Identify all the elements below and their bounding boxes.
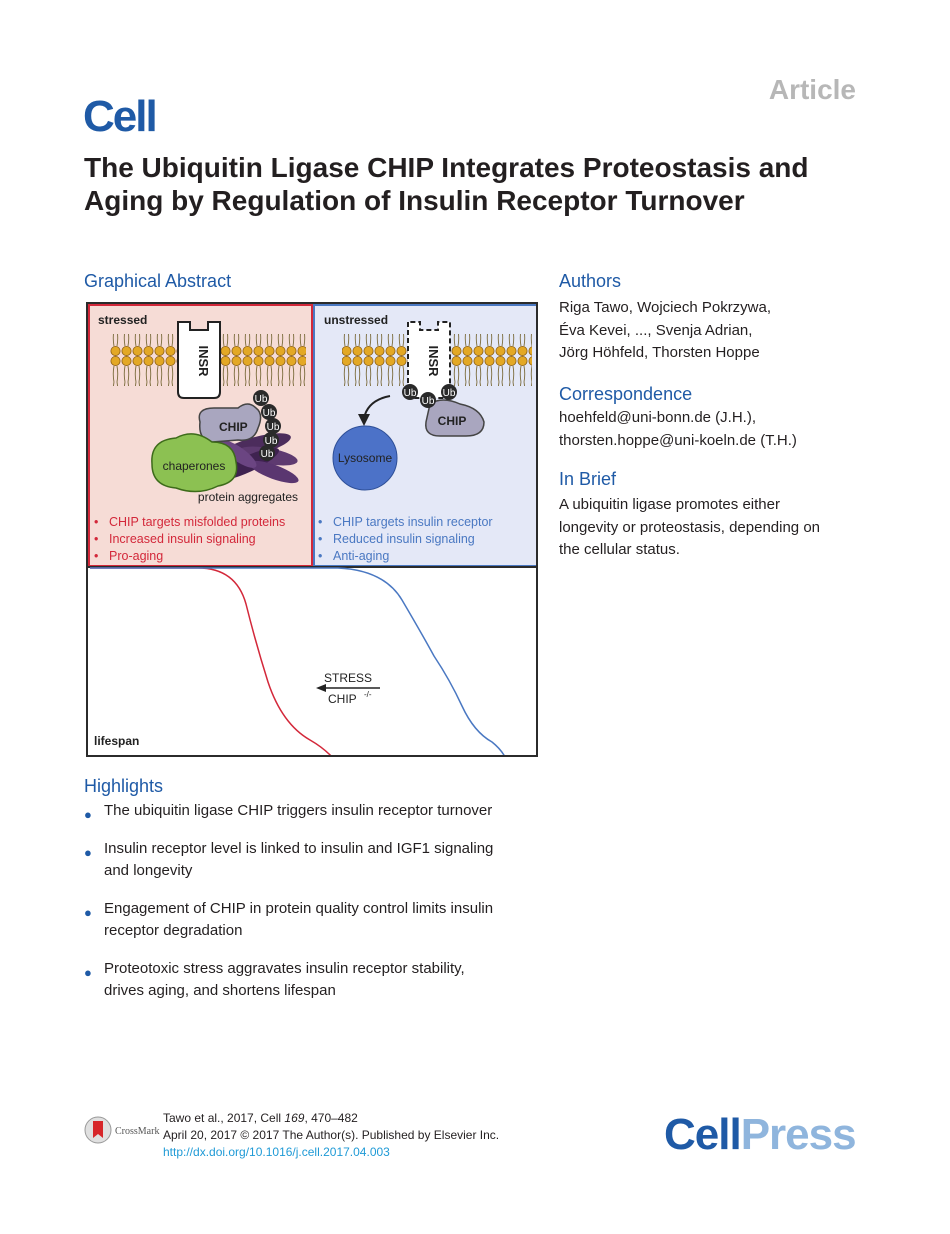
unstressed-ub-1 — [402, 384, 418, 400]
article-type-label: Article — [768, 74, 856, 105]
arrow-chip-superscript: -/- — [364, 690, 372, 699]
graphical-abstract-svg: INSR CHIP Ub Ub Ub Ub Ub chaperones pr — [88, 304, 536, 755]
unstressed-bullet-dot-3: • — [318, 549, 322, 563]
lysosome-shape — [332, 425, 398, 491]
highlight-item-2: ● Insulin receptor level is linked to in… — [84, 839, 494, 880]
doi-link[interactable]: http://dx.doi.org/10.1016/j.cell.2017.04… — [163, 1145, 390, 1159]
in-brief-line-1: A ubiquitin ligase promotes either — [559, 496, 780, 513]
unstressed-chip-shape — [425, 399, 485, 437]
stressed-bullet-3: Pro-aging — [109, 549, 163, 563]
citation-line: Tawo et al., 2017, Cell 169, 470–482 — [163, 1111, 358, 1125]
stressed-label: stressed — [98, 313, 147, 327]
arrow-stress-label: STRESS — [324, 671, 372, 685]
unstressed-ub-1-label: Ub — [404, 388, 417, 399]
unstressed-insr-label: INSR — [426, 345, 441, 377]
stressed-ub-4 — [263, 432, 279, 448]
stressed-ub-5-label: Ub — [261, 449, 274, 460]
chaperones-shape — [151, 433, 238, 493]
unstressed-ub-2 — [420, 392, 436, 408]
authors-line-2: Éva Kevei, ..., Svenja Adrian, — [559, 321, 753, 339]
stressed-ub-4-label: Ub — [265, 436, 278, 447]
stressed-ub-3-label: Ub — [267, 422, 280, 433]
unstressed-label: unstressed — [324, 313, 388, 327]
correspondence-list: hoehfeld@uni-bonn.de (J.H.), thorsten.ho… — [559, 407, 919, 452]
crossmark-label: CrossMark — [115, 1126, 160, 1137]
stressed-insr-label: INSR — [196, 345, 211, 377]
copyright-line: April 20, 2017 © 2017 The Author(s). Pub… — [163, 1128, 500, 1142]
authors-line-3: Jörg Höhfeld, Thorsten Hoppe — [559, 344, 760, 361]
in-brief-text: A ubiquitin ligase promotes either longe… — [559, 494, 899, 562]
stressed-insr-shape — [177, 321, 221, 399]
highlight-item-4: ● Proteotoxic stress aggravates insulin … — [84, 959, 465, 1000]
stressed-ub-2 — [261, 404, 277, 420]
stressed-bullet-dot-3: • — [94, 549, 98, 563]
article-title: The Ubiquitin Ligase CHIP Integrates Pro… — [84, 152, 809, 216]
stressed-bullet-2: Increased insulin signaling — [109, 532, 256, 546]
bullet-icon: ● — [84, 904, 92, 920]
authors-list: Riga Tawo, Wojciech Pokrzywa, Éva Kevei,… — [559, 297, 899, 365]
crossmark-icon[interactable] — [84, 1116, 112, 1144]
arrow-chip-label: CHIP — [328, 692, 357, 706]
unstressed-ub-3-label: Ub — [443, 388, 456, 399]
bullet-icon: ● — [84, 964, 92, 980]
unstressed-bullet-dot-1: • — [318, 515, 322, 529]
lysosome-label: Lysosome — [338, 451, 393, 465]
graphical-abstract-figure: INSR CHIP Ub Ub Ub Ub Ub chaperones pr — [86, 302, 538, 757]
unstressed-bullet-2: Reduced insulin signaling — [333, 532, 475, 546]
unstressed-ub-2-label: Ub — [422, 396, 435, 407]
stressed-ub-2-label: Ub — [263, 408, 276, 419]
authors-line-1: Riga Tawo, Wojciech Pokrzywa, — [559, 299, 772, 316]
unstressed-chip-label: CHIP — [438, 414, 467, 428]
chaperones-label: chaperones — [163, 459, 226, 473]
bullet-icon: ● — [84, 807, 92, 822]
correspondence-email-1[interactable]: hoehfeld@uni-bonn.de (J.H.), — [559, 409, 757, 426]
highlights-heading: Highlights — [84, 776, 164, 796]
bullet-icon: ● — [84, 844, 92, 860]
unstressed-survival-curve — [90, 567, 505, 755]
in-brief-line-3: the cellular status. — [559, 541, 680, 558]
unstressed-bullet-dot-2: • — [318, 532, 322, 546]
stressed-bullet-dot-1: • — [94, 515, 98, 529]
lysosome-arrowhead — [358, 414, 370, 426]
stress-arrowhead — [316, 684, 326, 692]
in-brief-line-2: longevity or proteostasis, depending on — [559, 518, 821, 536]
unstressed-ub-3 — [441, 384, 457, 400]
cellpress-logo: CellPress — [664, 1110, 857, 1159]
unstressed-bullet-1: CHIP targets insulin receptor — [333, 515, 493, 529]
graphical-abstract-heading: Graphical Abstract — [84, 271, 232, 291]
highlight-item-1: ● The ubiquitin ligase CHIP triggers ins… — [84, 800, 544, 823]
stressed-ub-3 — [265, 418, 281, 434]
stressed-chip-label: CHIP — [219, 420, 248, 434]
in-brief-heading: In Brief — [559, 469, 617, 489]
unstressed-bullet-3: Anti-aging — [333, 549, 389, 563]
lifespan-label: lifespan — [94, 734, 139, 748]
stressed-ub-1-label: Ub — [255, 394, 268, 405]
authors-heading: Authors — [559, 271, 622, 291]
correspondence-email-2[interactable]: thorsten.hoppe@uni-koeln.de (T.H.) — [559, 431, 797, 449]
citation-block: Tawo et al., 2017, Cell 169, 470–482 Apr… — [163, 1110, 499, 1161]
stressed-bullet-dot-2: • — [94, 532, 98, 546]
highlight-item-3: ● Engagement of CHIP in protein quality … — [84, 899, 494, 940]
protein-aggregates-label: protein aggregates — [198, 490, 298, 504]
highlights-list: ● The ubiquitin ligase CHIP triggers ins… — [84, 800, 544, 1018]
journal-logo: Cell — [83, 92, 158, 141]
correspondence-heading: Correspondence — [559, 384, 693, 404]
stressed-bullet-1: CHIP targets misfolded proteins — [109, 515, 285, 529]
stressed-survival-curve — [90, 567, 332, 755]
stressed-ub-5 — [259, 445, 275, 461]
stressed-ub-1 — [253, 390, 269, 406]
